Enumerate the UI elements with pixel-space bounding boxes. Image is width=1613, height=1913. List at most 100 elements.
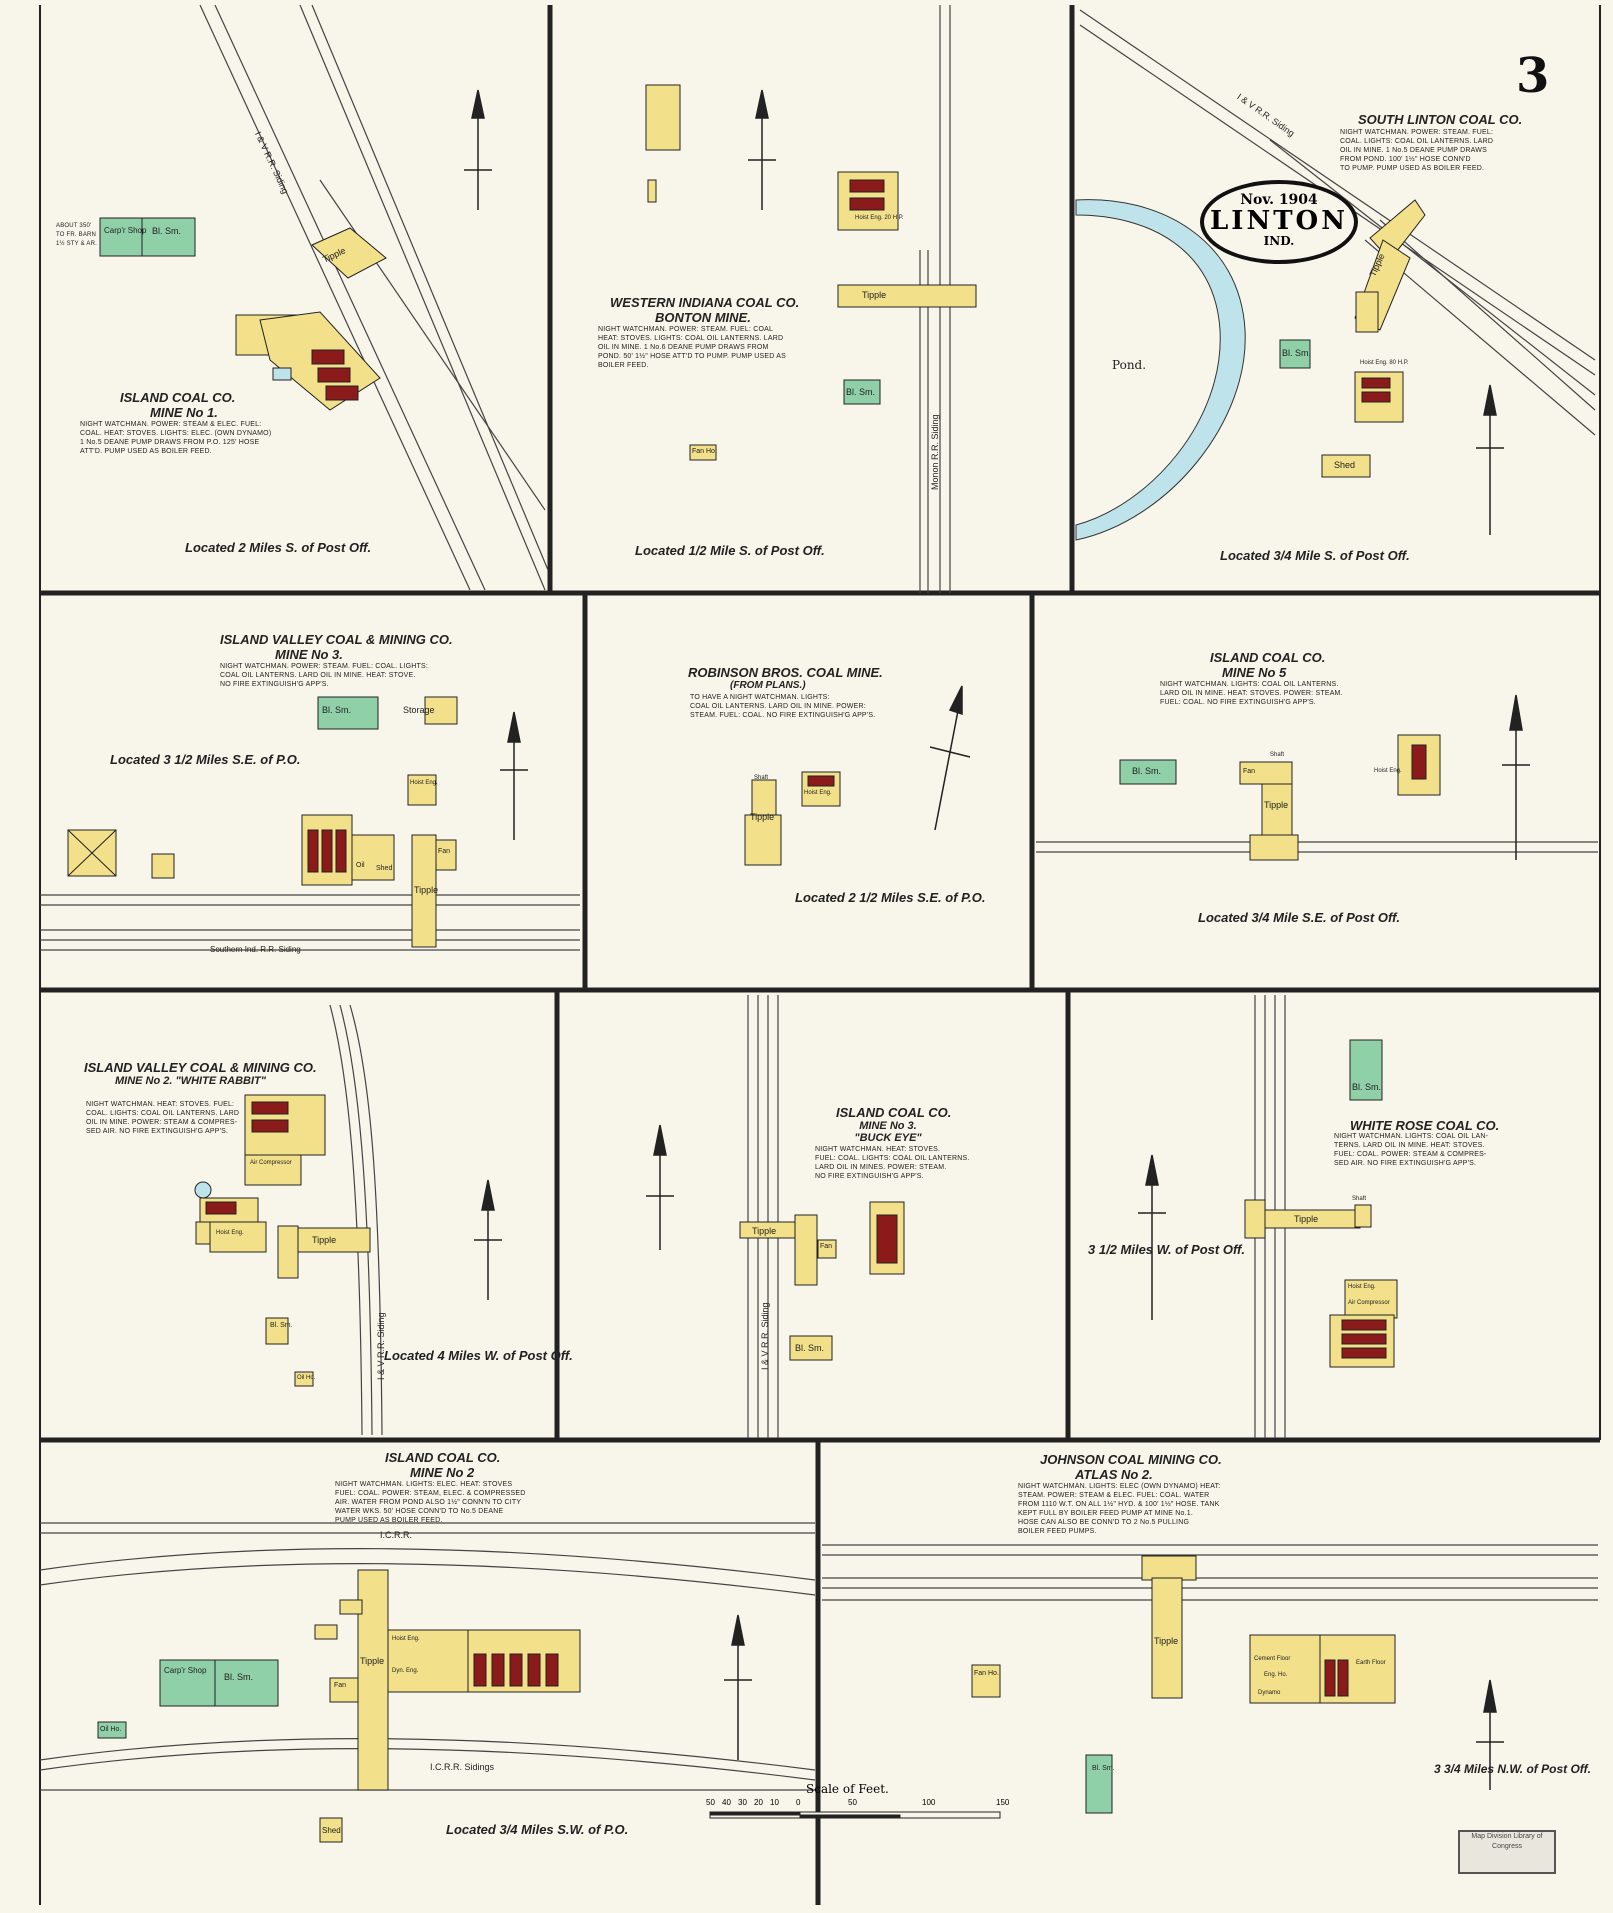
scale-bar bbox=[709, 1811, 1001, 1819]
p11-eng-ho: Eng. Ho. bbox=[1264, 1672, 1288, 1678]
page-number: 3 bbox=[1516, 48, 1550, 104]
p6-location: Located 3/4 Mile S.E. of Post Off. bbox=[1198, 910, 1401, 925]
p4-bl-sm: Bl. Sm. bbox=[322, 705, 352, 715]
town-name: LINTON bbox=[1210, 206, 1348, 236]
p1-title: ISLAND COAL CO. bbox=[120, 390, 236, 405]
p4-subtitle: MINE No 3. bbox=[275, 647, 343, 662]
p2-hoist: Hoist Eng. 20 H.P. bbox=[855, 215, 904, 221]
scale-tick: 20 bbox=[754, 1798, 763, 1807]
scale-tick: 10 bbox=[770, 1798, 779, 1807]
p9-location: 3 1/2 Miles W. of Post Off. bbox=[1088, 1242, 1245, 1257]
p6-tipple: Tipple bbox=[1264, 800, 1289, 810]
scale-tick: 50 bbox=[848, 1798, 857, 1807]
p10-title: ISLAND COAL CO. bbox=[385, 1450, 501, 1465]
p3-shed: Shed bbox=[1334, 460, 1356, 470]
scale-tick: 100 bbox=[922, 1798, 936, 1807]
p7-tipple: Tipple bbox=[312, 1235, 337, 1245]
p10-location: Located 3/4 Miles S.W. of P.O. bbox=[446, 1822, 629, 1837]
p4-hoist: Hoist Eng. bbox=[410, 780, 438, 786]
p6-bl-sm: Bl. Sm. bbox=[1132, 766, 1162, 776]
p8-fan: Fan bbox=[820, 1243, 833, 1250]
p5-title: ROBINSON BROS. COAL MINE. bbox=[688, 665, 883, 680]
map-date: Nov. 1904 bbox=[1240, 192, 1318, 208]
p5-hoist: Hoist Eng. bbox=[804, 790, 832, 796]
p2-tipple: Tipple bbox=[862, 290, 887, 300]
p3-bl-sm: Bl. Sm. bbox=[1282, 348, 1312, 358]
p8-subtitle: MINE No 3. "BUCK EYE" bbox=[854, 1120, 922, 1144]
p11-location: 3 3/4 Miles N.W. of Post Off. bbox=[1434, 1762, 1591, 1776]
p7-bl-sm: Bl. Sm. bbox=[270, 1322, 293, 1329]
p4-note: NIGHT WATCHMAN. POWER: STEAM. FUEL: COAL… bbox=[220, 663, 429, 688]
p8-bl-sm: Bl. Sm. bbox=[795, 1343, 825, 1353]
p10-carp-shop: Carp'r Shop bbox=[164, 1666, 207, 1675]
p7-subtitle: MINE No 2. "WHITE RABBIT" bbox=[115, 1075, 266, 1087]
p5-note: TO HAVE A NIGHT WATCHMAN. LIGHTS: COAL O… bbox=[690, 694, 876, 719]
scale-title: Scale of Feet. bbox=[806, 1782, 889, 1796]
p5-location: Located 2 1/2 Miles S.E. of P.O. bbox=[795, 890, 986, 905]
p3-location: Located 3/4 Mile S. of Post Off. bbox=[1220, 548, 1410, 563]
p11-tipple: Tipple bbox=[1154, 1636, 1179, 1646]
p2-title: WESTERN INDIANA COAL CO. bbox=[610, 295, 800, 310]
p11-earth: Earth Floor bbox=[1356, 1660, 1386, 1666]
rail-lines-p1 bbox=[199, 4, 549, 591]
p7-oil-ho: Oil Ho. bbox=[297, 1375, 316, 1381]
p7-location: Located 4 Miles W. of Post Off. bbox=[384, 1348, 573, 1363]
p10-bl-sm: Bl. Sm. bbox=[224, 1672, 254, 1682]
scale-tick: 30 bbox=[738, 1798, 747, 1807]
p9-title: WHITE ROSE COAL CO. bbox=[1350, 1118, 1500, 1133]
p1-carp-shop: Carp'r Shop bbox=[104, 226, 147, 235]
p7-note: NIGHT WATCHMAN. HEAT: STOVES. FUEL: COAL… bbox=[86, 1101, 240, 1135]
p3-hoist: Hoist Eng. 80 H.P. bbox=[1360, 360, 1409, 366]
p3-pond: Pond. bbox=[1112, 358, 1147, 372]
p1-barn-note: ABOUT 350' TO FR. BARN 1½ STY & AR. bbox=[56, 223, 97, 247]
p3-title: SOUTH LINTON COAL CO. bbox=[1358, 112, 1523, 127]
p2-rail-label: Monon R.R. Siding bbox=[930, 414, 940, 490]
p4-tipple: Tipple bbox=[414, 885, 439, 895]
state-name: IND. bbox=[1263, 234, 1295, 248]
p10-dyn: Dyn. Eng. bbox=[392, 1668, 419, 1674]
p4-fan: Fan bbox=[438, 848, 451, 855]
buildings bbox=[67, 84, 1441, 1843]
p11-cement: Cement Floor bbox=[1254, 1656, 1291, 1662]
p1-subtitle: MINE No 1. bbox=[150, 405, 218, 420]
p6-hoist: Hoist Eng. bbox=[1374, 768, 1402, 774]
panel-borders bbox=[40, 5, 1600, 1905]
p9-hoist: Hoist Eng. bbox=[1348, 1284, 1376, 1290]
p10-tipple: Tipple bbox=[360, 1656, 385, 1666]
p1-location: Located 2 Miles S. of Post Off. bbox=[185, 540, 372, 555]
p4-oil: Oil bbox=[356, 862, 365, 869]
p3-note: NIGHT WATCHMAN. POWER: STEAM. FUEL: COAL… bbox=[1340, 129, 1494, 172]
p4-storage: Storage bbox=[403, 705, 435, 715]
p11-note: NIGHT WATCHMAN. LIGHTS: ELEC (OWN DYNAMO… bbox=[1018, 1483, 1221, 1535]
p7-air-comp: Air Compressor bbox=[250, 1160, 292, 1166]
scale-tick: 0 bbox=[796, 1798, 801, 1807]
p11-fan-ho: Fan Ho. bbox=[974, 1670, 999, 1677]
p1-bl-sm: Bl. Sm. bbox=[152, 226, 182, 236]
p9-shaft: Shaft bbox=[1352, 1196, 1367, 1202]
p10-subtitle: MINE No 2 bbox=[410, 1465, 475, 1480]
pond bbox=[1075, 199, 1246, 541]
p7-rail-label: I & V R.R. Siding bbox=[376, 1312, 386, 1380]
p4-rail-label: Southern Ind. R.R. Siding bbox=[210, 945, 301, 954]
p11-title: JOHNSON COAL MINING CO. bbox=[1040, 1452, 1222, 1467]
p7-title: ISLAND VALLEY COAL & MINING CO. bbox=[84, 1060, 317, 1075]
p5-shaft: Shaft bbox=[754, 775, 769, 781]
p2-fan-ho: Fan Ho. bbox=[692, 448, 717, 455]
p7-hoist: Hoist Eng. bbox=[216, 1230, 244, 1236]
p6-subtitle: MINE No 5 bbox=[1222, 665, 1287, 680]
p1-note: NIGHT WATCHMAN. POWER: STEAM & ELEC. FUE… bbox=[80, 421, 272, 455]
p8-tipple: Tipple bbox=[752, 1226, 777, 1236]
p10-icrr: I.C.R.R. bbox=[380, 1530, 413, 1540]
p11-subtitle: ATLAS No 2. bbox=[1075, 1467, 1153, 1482]
p2-note: NIGHT WATCHMAN. POWER: STEAM. FUEL: COAL… bbox=[598, 326, 786, 369]
p8-title: ISLAND COAL CO. bbox=[836, 1105, 952, 1120]
p8-note: NIGHT WATCHMAN. HEAT: STOVES. FUEL: COAL… bbox=[815, 1146, 970, 1180]
p9-note: NIGHT WATCHMAN. LIGHTS: COAL OIL LAN- TE… bbox=[1334, 1133, 1489, 1167]
p10-fan: Fan bbox=[334, 1682, 347, 1689]
p9-air-comp: Air Compressor bbox=[1348, 1300, 1390, 1306]
town-cartouche: Nov. 1904 LINTON IND. bbox=[1200, 180, 1358, 264]
scale-tick: 150 bbox=[996, 1798, 1010, 1807]
scale-tick: 50 bbox=[706, 1798, 715, 1807]
scale-tick: 40 bbox=[722, 1798, 731, 1807]
